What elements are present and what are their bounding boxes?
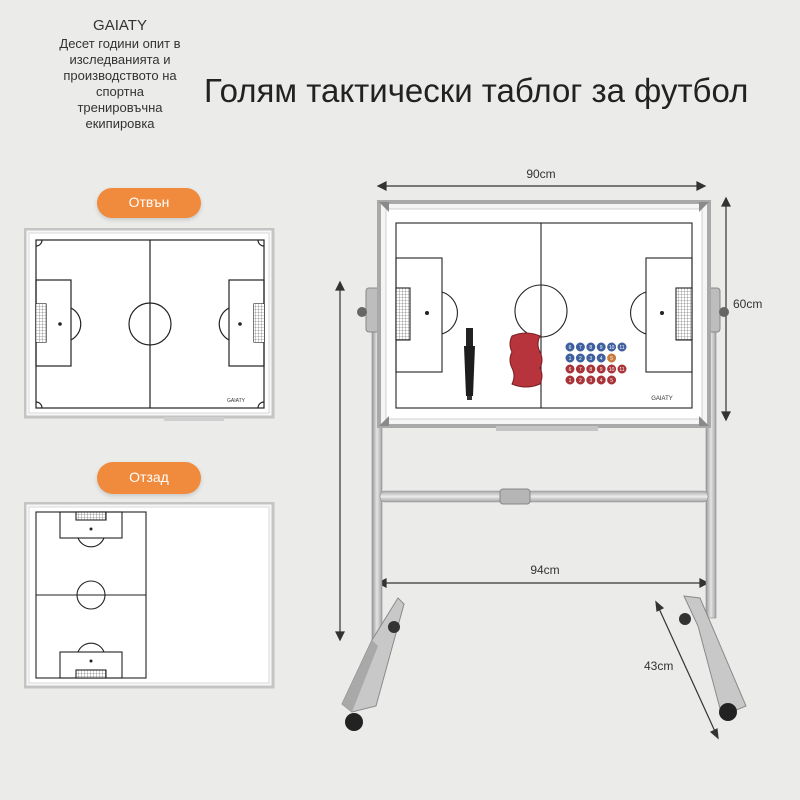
blue-magnet <box>575 352 586 364</box>
red-magnet-number: 6 <box>569 367 572 373</box>
red-magnet <box>596 374 607 386</box>
blue-magnet-number: 8 <box>589 345 592 351</box>
red-magnet-number: 7 <box>579 367 582 373</box>
brand-tagline-4: спортна <box>95 84 145 99</box>
brand-block: GAIATY Десет години опит в изследванията… <box>20 18 220 132</box>
board-width-label: 90cm <box>526 167 555 181</box>
brand-name: GAIATY <box>93 17 147 34</box>
front-board-logo: GAIATY <box>227 398 246 404</box>
main-pitch-lines <box>395 222 693 409</box>
red-magnet-number: 2 <box>579 378 582 384</box>
red-magnet-number: 3 <box>589 378 592 384</box>
blue-magnet <box>585 341 596 353</box>
front-view-board: GAIATY <box>24 228 275 421</box>
blue-magnet-number: 5 <box>610 356 613 362</box>
blue-magnet <box>564 352 576 364</box>
stand-illustration: 90cm 60cm 120cm 94cm 43cm <box>335 167 762 740</box>
red-magnet-number: 11 <box>619 367 624 373</box>
base-width-label: 94cm <box>530 563 559 577</box>
brand-tagline-2: изследванията и <box>69 52 171 67</box>
blue-magnet-number: 2 <box>579 356 582 362</box>
page-title: Голям тактически таблог за футбол <box>204 72 749 109</box>
blue-magnet <box>606 341 617 353</box>
red-magnet <box>575 363 586 375</box>
red-magnet-number: 9 <box>600 367 603 373</box>
red-magnet-number: 4 <box>600 378 603 384</box>
blue-magnet-number: 3 <box>589 356 592 362</box>
red-magnet-number: 10 <box>609 367 615 373</box>
front-view-label: Отвън <box>97 188 201 218</box>
red-magnet <box>575 374 586 386</box>
main-board-logo: GAIATY <box>651 396 673 402</box>
brand-tagline-3: производството на <box>63 68 177 83</box>
red-magnet <box>606 374 617 386</box>
back-view-label: Отзад <box>97 462 201 494</box>
red-magnet-number: 1 <box>569 378 572 384</box>
marker-pen <box>464 328 475 400</box>
blue-magnet-number: 9 <box>600 345 603 351</box>
red-magnet-number: 8 <box>589 367 592 373</box>
blue-magnet <box>596 341 607 353</box>
brand-tagline-1: Десет години опит в <box>59 36 181 51</box>
red-magnet <box>596 363 607 375</box>
red-magnet <box>585 374 596 386</box>
blue-magnet <box>596 352 607 364</box>
board-height-label: 60cm <box>733 297 762 311</box>
back-pitch-lines <box>35 511 147 679</box>
red-magnet <box>616 363 628 375</box>
red-magnet <box>585 363 596 375</box>
blue-magnet <box>585 352 596 364</box>
blue-magnet-number: 7 <box>579 345 582 351</box>
back-view-board <box>24 502 275 689</box>
blue-magnet <box>564 341 576 353</box>
blue-magnet-number: 11 <box>619 345 624 351</box>
blue-magnet <box>616 341 628 353</box>
brand-tagline-5: тренировъчна <box>77 100 163 115</box>
blue-magnet-number: 10 <box>609 345 615 351</box>
blue-magnet-number: 1 <box>569 356 572 362</box>
red-magnet <box>564 374 576 386</box>
base-depth-label: 43cm <box>644 659 673 673</box>
blue-magnet-number: 6 <box>569 345 572 351</box>
blue-magnet-number: 4 <box>600 356 603 362</box>
red-magnet-number: 5 <box>610 378 613 384</box>
red-magnet <box>564 363 576 375</box>
red-magnet <box>606 363 617 375</box>
blue-magnet <box>575 341 586 353</box>
blue-magnet <box>606 352 617 364</box>
brand-tagline-6: екипировка <box>85 116 155 131</box>
eraser <box>509 332 543 388</box>
